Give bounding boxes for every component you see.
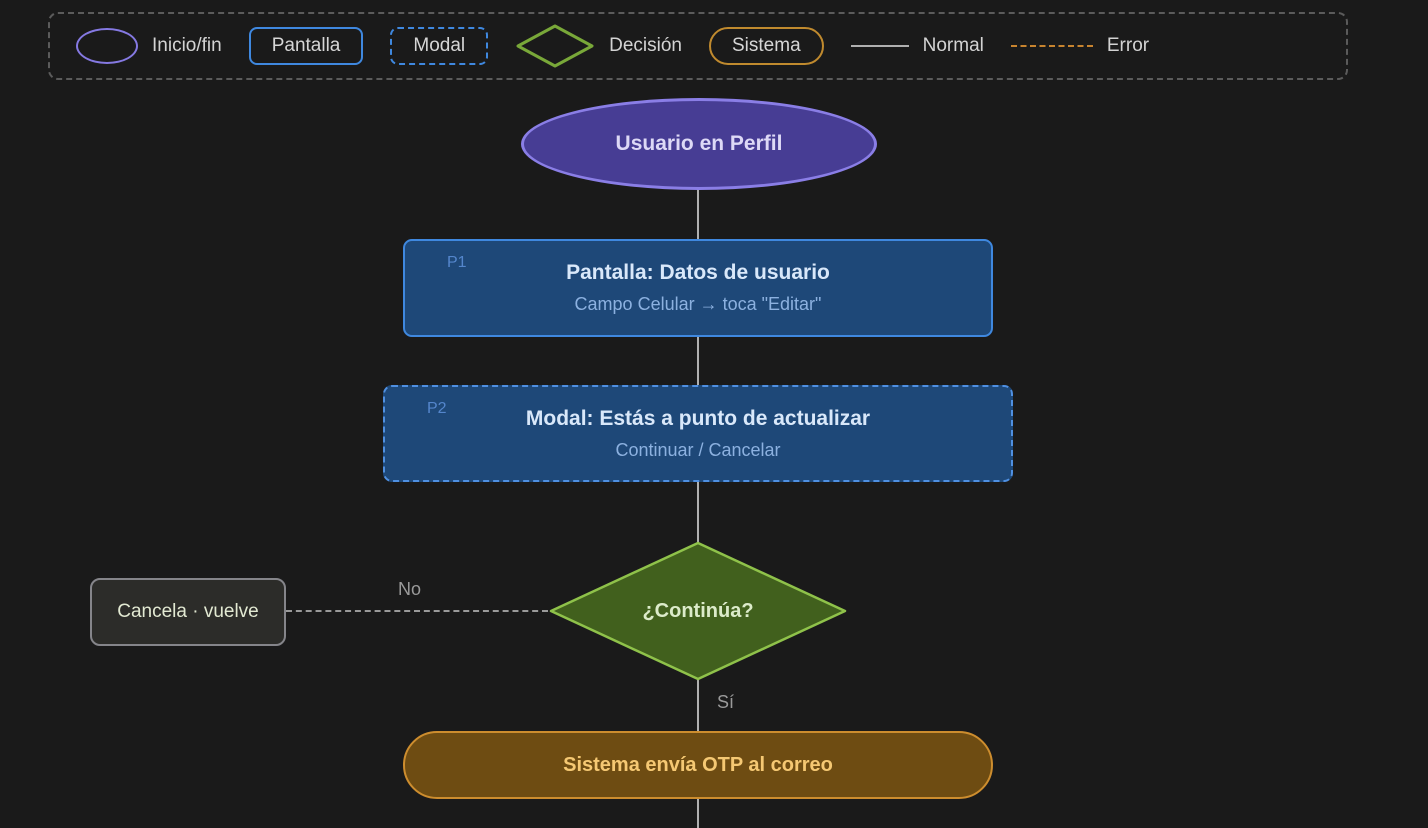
modal-p2-node: P2 Modal: Estás a punto de actualizar Co…	[383, 385, 1013, 482]
legend-item-normal: Normal	[850, 35, 984, 57]
decision-shape-icon	[516, 24, 594, 68]
screen-shape-icon: Pantalla	[248, 27, 364, 65]
no-branch-connector	[286, 610, 548, 612]
system-shape-icon: Sistema	[709, 27, 824, 65]
start-node: Usuario en Perfil	[521, 98, 877, 190]
yes-branch-label: Sí	[717, 692, 735, 712]
legend-item-modal: Modal	[390, 27, 489, 65]
p1-title: Pantalla: Datos de usuario	[566, 261, 830, 284]
legend: Inicio/fin Pantalla Modal Decisión Siste…	[48, 12, 1348, 80]
legend-item-pantalla: Pantalla	[248, 27, 364, 65]
legend-item-sistema: Sistema	[709, 27, 824, 65]
p1-subtitle: Campo Celular → toca "Editar"	[574, 294, 822, 314]
start-node-label: Usuario en Perfil	[615, 132, 783, 155]
legend-label-decision: Decisión	[609, 35, 682, 56]
screen-p1-node: P1 Pantalla: Datos de usuario Campo Celu…	[403, 239, 993, 337]
p1-badge: P1	[447, 254, 467, 271]
modal-shape-icon: Modal	[390, 27, 489, 65]
p2-title: Modal: Estás a punto de actualizar	[525, 406, 871, 430]
error-edge-icon	[1010, 45, 1093, 47]
legend-label-error: Error	[1106, 35, 1150, 56]
legend-item-inicio-fin: Inicio/fin	[76, 28, 222, 64]
no-branch-label: No	[398, 579, 422, 599]
system-otp-label: Sistema envía OTP al correo	[563, 753, 833, 776]
system-otp-node: Sistema envía OTP al correo	[403, 731, 993, 799]
decision-node: ¿Continúa?	[548, 541, 848, 681]
decision-label: ¿Continúa?	[642, 599, 754, 622]
main-flow-connector	[697, 144, 699, 828]
legend-item-decision: Decisión	[515, 23, 682, 69]
legend-label-normal: Normal	[922, 35, 984, 56]
start-end-shape-icon	[76, 28, 138, 64]
legend-label-inicio-fin: Inicio/fin	[152, 35, 222, 56]
legend-item-error: Error	[1010, 35, 1150, 57]
p2-subtitle: Continuar / Cancelar	[615, 439, 781, 460]
cancel-note-label: Cancela · vuelve	[117, 601, 259, 622]
p2-badge: P2	[427, 400, 447, 417]
normal-edge-icon	[850, 45, 909, 47]
decision-diamond-shape	[549, 541, 847, 681]
cancel-note-node: Cancela · vuelve	[90, 578, 286, 646]
